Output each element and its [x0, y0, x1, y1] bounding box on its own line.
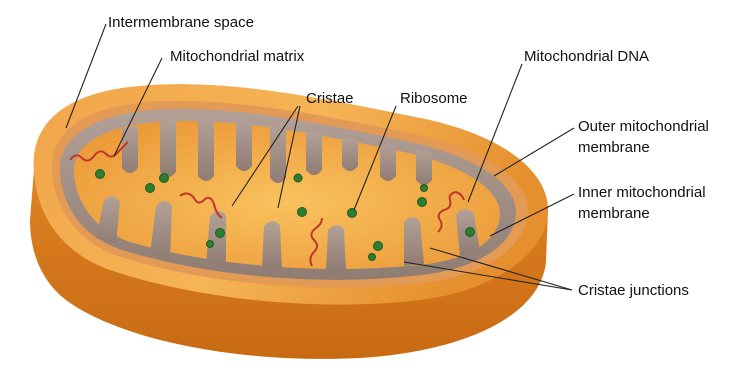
crista-fold: [198, 118, 214, 181]
label-intermembrane-space: Intermembrane space: [108, 12, 254, 33]
label-inner-membrane-line1: Inner mitochondrial: [578, 182, 706, 203]
crista-fold: [160, 120, 176, 177]
crista-fold: [236, 120, 252, 171]
label-ribosome: Ribosome: [400, 88, 468, 109]
label-outer-membrane-line1: Outer mitochondrial: [578, 116, 709, 137]
label-outer-membrane-line2: membrane: [578, 137, 650, 158]
ribosome-dot: [421, 185, 428, 192]
crista-fold: [262, 221, 282, 270]
crista-fold: [326, 225, 346, 270]
ribosome-dot: [298, 208, 307, 217]
ribosome-dot: [207, 241, 214, 248]
ribosome-dot: [369, 254, 376, 261]
crista-fold: [416, 150, 432, 185]
ribosome-dot: [216, 229, 225, 238]
ribosome-dot: [374, 242, 383, 251]
label-cristae: Cristae: [306, 88, 354, 109]
crista-fold: [306, 132, 322, 175]
ribosome-dot: [160, 174, 169, 183]
label-mitochondrial-dna: Mitochondrial DNA: [524, 46, 649, 67]
label-cristae-junctions: Cristae junctions: [578, 280, 689, 301]
ribosome-dot: [348, 209, 357, 218]
label-inner-membrane-line2: membrane: [578, 203, 650, 224]
crista-fold: [342, 138, 358, 171]
label-mitochondrial-matrix: Mitochondrial matrix: [170, 46, 304, 67]
crista-fold: [122, 126, 138, 173]
crista-fold: [270, 126, 286, 183]
ribosome-dot: [146, 184, 155, 193]
crista-fold: [380, 144, 396, 181]
ribosome-dot: [418, 198, 427, 207]
ribosome-dot: [96, 170, 105, 179]
ribosome-dot: [294, 174, 302, 182]
ribosome-dot: [466, 228, 475, 237]
